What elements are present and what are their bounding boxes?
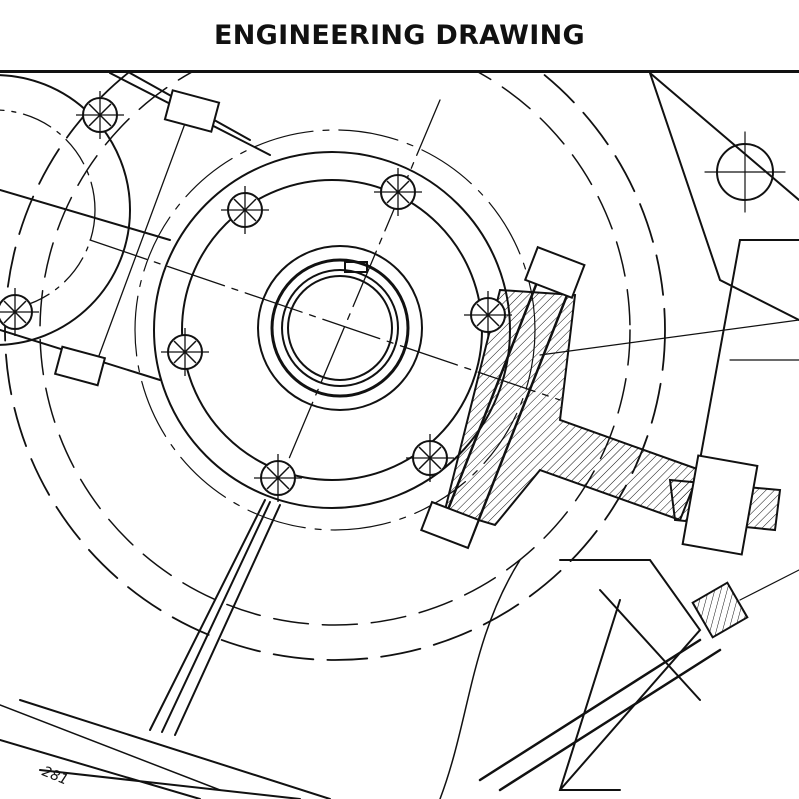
page-title: ENGINEERING DRAWING xyxy=(214,20,585,51)
dimension-label: 281 xyxy=(40,764,71,789)
pitch-circle-dashed xyxy=(4,73,666,661)
support-arm xyxy=(149,499,281,736)
flange-outer xyxy=(153,151,511,509)
title-divider xyxy=(0,70,799,73)
hex-nut xyxy=(53,345,107,387)
left-housing-circle xyxy=(0,74,131,346)
hex-nut xyxy=(163,89,221,133)
